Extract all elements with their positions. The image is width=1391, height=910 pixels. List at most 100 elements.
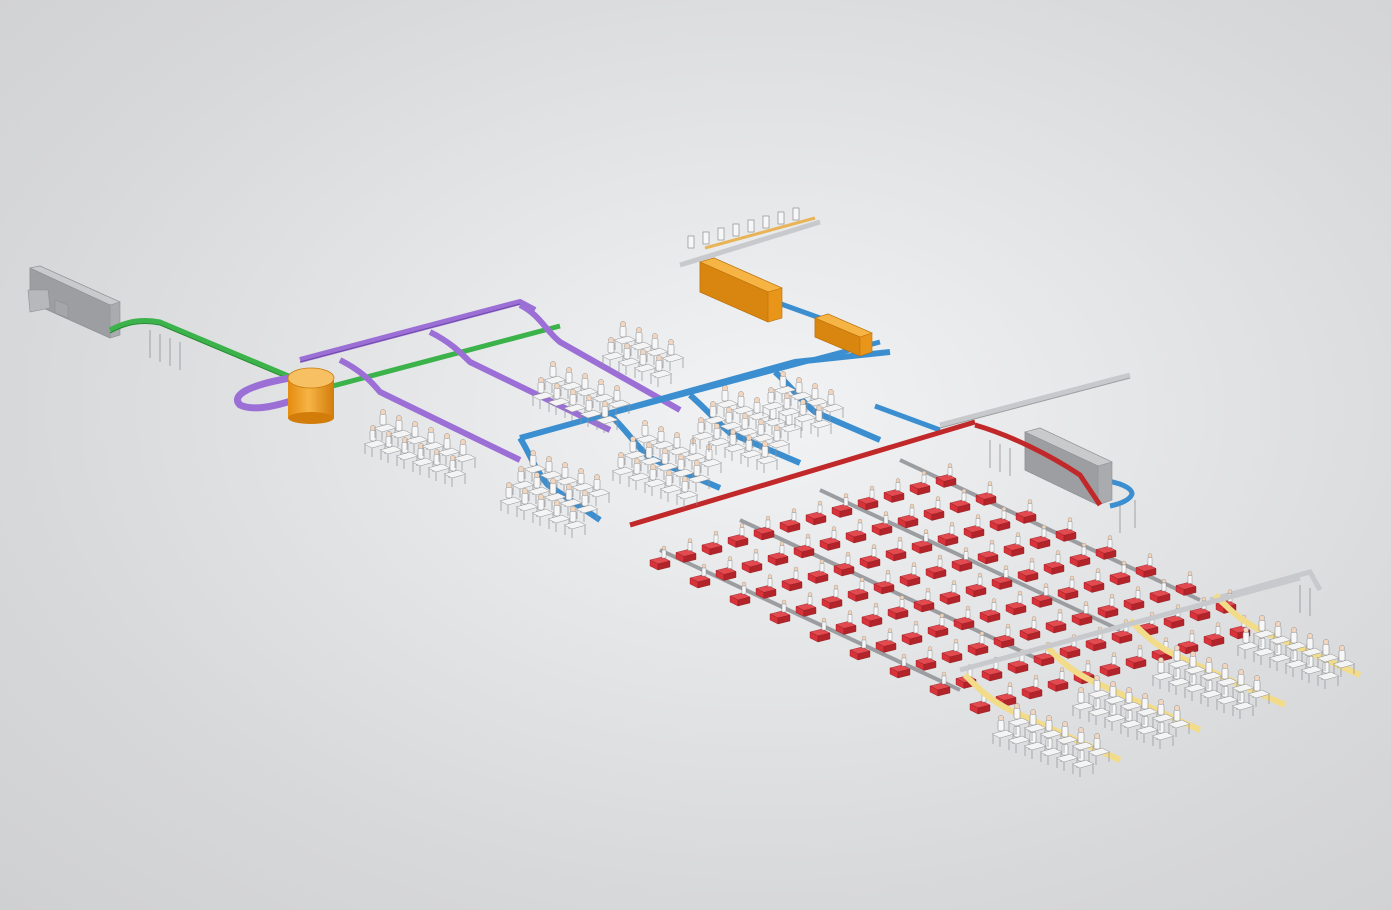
person-icon xyxy=(629,440,637,453)
red-workstation xyxy=(849,635,871,661)
worker-head xyxy=(739,523,745,528)
worker-head xyxy=(828,389,834,395)
worker-head xyxy=(1029,557,1035,563)
worker-head xyxy=(714,423,720,429)
worker-head xyxy=(847,610,853,615)
worker xyxy=(405,421,429,453)
worker-head xyxy=(923,529,929,534)
person-icon xyxy=(1161,582,1167,592)
table xyxy=(661,353,685,363)
person-icon xyxy=(649,468,657,481)
red-workstation xyxy=(1005,590,1027,616)
person-icon xyxy=(619,325,627,338)
worker-head xyxy=(1254,675,1260,681)
worker xyxy=(629,327,653,359)
person-icon xyxy=(1157,661,1165,674)
person-icon xyxy=(1205,679,1213,692)
person-icon xyxy=(857,522,863,532)
worker-head xyxy=(796,377,802,383)
worker-head xyxy=(636,327,642,333)
red-workstation xyxy=(1059,634,1081,659)
person-icon xyxy=(1242,631,1250,644)
person-icon xyxy=(1085,663,1091,673)
worker-head xyxy=(506,482,512,488)
worker-head xyxy=(831,526,837,531)
red-workstation xyxy=(821,584,843,610)
person-icon xyxy=(739,527,745,536)
red-workstation xyxy=(1031,583,1053,608)
worker xyxy=(1055,739,1079,771)
worker-head xyxy=(925,587,931,593)
table xyxy=(821,403,845,413)
table xyxy=(1151,731,1175,741)
person-icon xyxy=(1322,643,1330,656)
person-icon xyxy=(673,436,681,449)
worker-head xyxy=(1031,616,1037,621)
red-workstation xyxy=(779,508,801,533)
red-workstation xyxy=(1007,649,1029,674)
person-icon xyxy=(845,555,851,565)
worker xyxy=(991,715,1015,747)
person-icon xyxy=(1135,590,1141,599)
red-workstation xyxy=(949,488,971,514)
red-workstation xyxy=(1083,568,1105,593)
person-icon xyxy=(709,405,717,418)
red-workstation xyxy=(1055,517,1077,542)
worker xyxy=(1332,645,1356,677)
person-icon xyxy=(1081,546,1087,556)
person-icon xyxy=(887,632,893,641)
worker xyxy=(1231,669,1255,701)
worker xyxy=(667,432,691,464)
worker-head xyxy=(1059,667,1065,672)
worker xyxy=(453,439,477,471)
red-workstation xyxy=(781,566,803,592)
worker-head xyxy=(1142,693,1148,699)
worker-head xyxy=(871,544,877,549)
worker xyxy=(761,387,785,419)
red-workstation xyxy=(819,526,841,551)
table xyxy=(649,369,673,379)
person-icon xyxy=(411,425,419,438)
worker-head xyxy=(754,397,760,403)
worker-head xyxy=(741,581,747,587)
red-workstation xyxy=(793,533,815,559)
person-icon xyxy=(1147,557,1153,566)
worker xyxy=(373,409,397,441)
worker xyxy=(379,431,403,463)
red-workstation xyxy=(953,605,975,631)
red-workstation xyxy=(939,580,961,605)
worker-head xyxy=(1027,499,1033,504)
red-workstation xyxy=(1135,553,1157,578)
worker-head xyxy=(1109,593,1115,599)
person-icon xyxy=(941,675,947,685)
worker xyxy=(1023,709,1047,741)
person-icon xyxy=(529,454,537,467)
person-icon xyxy=(1121,564,1127,574)
worker-head xyxy=(911,562,917,567)
person-icon xyxy=(1338,649,1346,662)
person-icon xyxy=(1141,715,1149,728)
worker xyxy=(1199,657,1223,689)
worker xyxy=(1183,651,1207,683)
worker-head xyxy=(975,514,981,519)
person-icon xyxy=(745,439,753,452)
worker-head xyxy=(658,426,664,432)
worker-head xyxy=(781,599,787,605)
worker xyxy=(773,371,797,403)
worker-head xyxy=(861,635,867,641)
worker xyxy=(1199,675,1223,707)
person-icon xyxy=(773,429,781,442)
worker-head xyxy=(1158,657,1164,663)
worker-head xyxy=(805,533,811,539)
worker xyxy=(1151,717,1175,749)
worker-head xyxy=(977,572,983,578)
worker-head xyxy=(682,476,688,482)
worker-head xyxy=(1215,622,1221,627)
person-icon xyxy=(1137,648,1143,658)
worker xyxy=(1007,721,1031,753)
person-icon xyxy=(1077,731,1085,744)
red-workstation xyxy=(767,541,789,566)
red-workstation xyxy=(1175,571,1197,596)
worker-head xyxy=(694,460,700,466)
person-icon xyxy=(645,446,653,459)
